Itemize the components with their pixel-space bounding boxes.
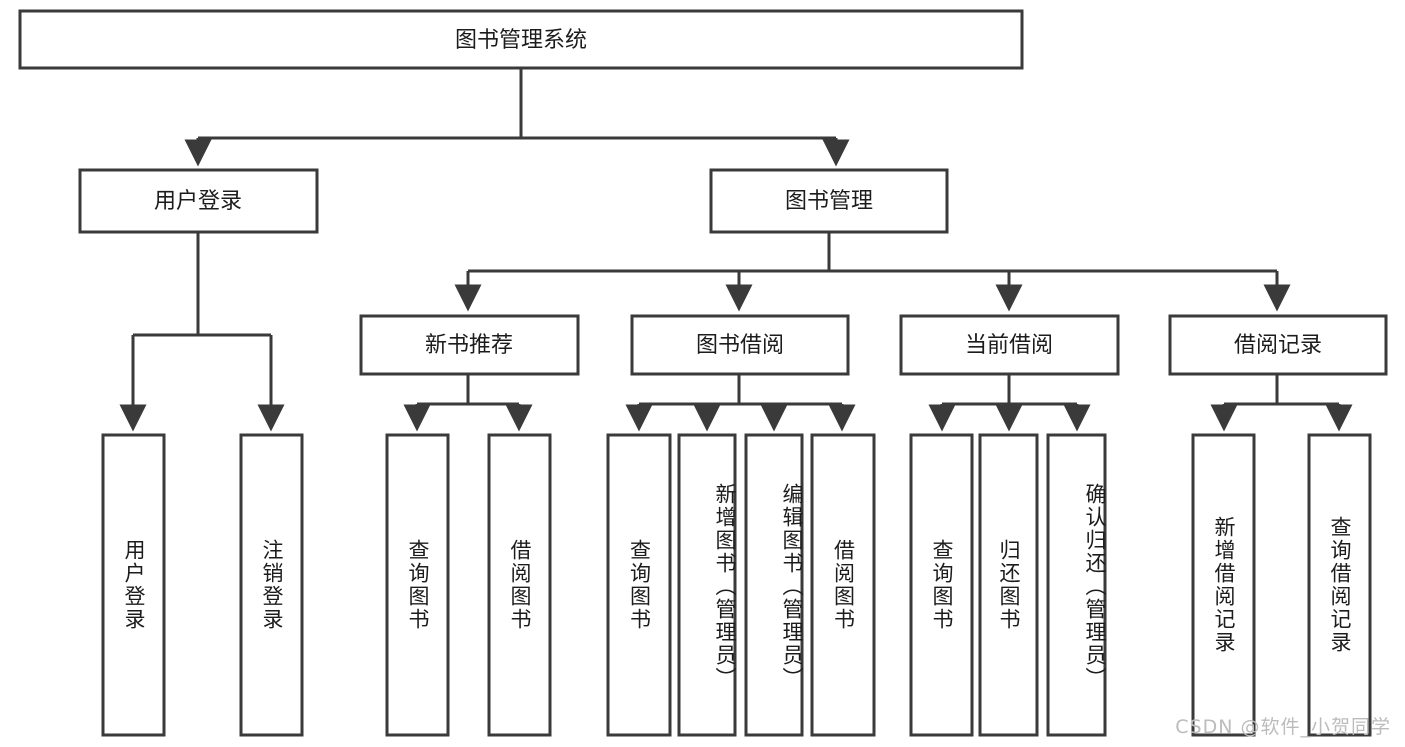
- connector-currentborrow-to-leaves: [928, 374, 1091, 432]
- leaf-node-query-book-1[interactable]: [385, 433, 450, 737]
- leaf-node-borrow-book-2[interactable]: [810, 433, 876, 737]
- leaf-node-edit-book[interactable]: [744, 433, 804, 737]
- leaf-node-user-login[interactable]: [101, 433, 166, 737]
- node-book-management-label: 图书管理: [785, 189, 873, 214]
- node-book-borrow[interactable]: 图书借阅: [630, 314, 850, 376]
- node-root-system-label: 图书管理系统: [455, 28, 587, 53]
- node-root-system[interactable]: 图书管理系统: [18, 9, 1024, 70]
- leaf-node-add-record[interactable]: [1191, 433, 1256, 737]
- connector-root-to-level2: [184, 68, 850, 167]
- node-book-management[interactable]: 图书管理: [709, 168, 949, 234]
- node-user-login[interactable]: 用户登录: [78, 168, 319, 234]
- node-borrow-record[interactable]: 借阅记录: [1168, 314, 1388, 376]
- leaf-node-add-book[interactable]: [677, 433, 737, 737]
- connector-newbook-to-leaves: [403, 374, 533, 432]
- leaf-node-query-book-2[interactable]: [606, 433, 672, 737]
- csdn-watermark: CSDN @软件_小贺同学: [1175, 716, 1391, 738]
- node-user-login-label: 用户登录: [154, 189, 242, 214]
- leaf-node-logout[interactable]: [239, 433, 304, 737]
- node-new-book-recommend-label: 新书推荐: [425, 333, 513, 358]
- connector-userlogin-to-leaves: [119, 232, 285, 432]
- leaf-node-query-book-3[interactable]: [909, 433, 974, 737]
- leaf-node-return-book[interactable]: [978, 433, 1039, 737]
- node-current-borrow[interactable]: 当前借阅: [899, 314, 1120, 376]
- connector-bookborrow-to-leaves: [625, 374, 856, 432]
- node-book-borrow-label: 图书借阅: [696, 333, 784, 358]
- node-borrow-record-label: 借阅记录: [1234, 333, 1322, 358]
- leaf-node-query-record[interactable]: [1307, 433, 1372, 737]
- leaf-node-borrow-book-1[interactable]: [487, 433, 552, 737]
- node-new-book-recommend[interactable]: 新书推荐: [359, 314, 580, 376]
- node-current-borrow-label: 当前借阅: [965, 333, 1053, 358]
- connector-borrowrecord-to-leaves: [1210, 374, 1353, 432]
- leaf-node-confirm-return[interactable]: [1046, 433, 1107, 737]
- connector-bookmgmt-to-level3: [454, 232, 1291, 312]
